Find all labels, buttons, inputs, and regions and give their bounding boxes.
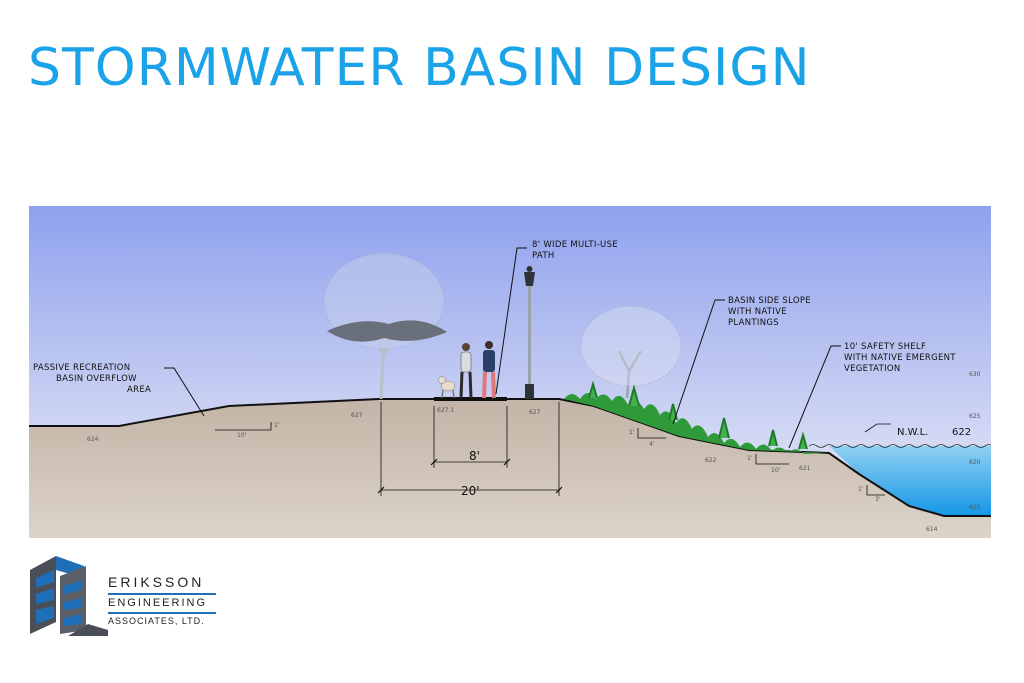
page-title: STORMWATER BASIN DESIGN: [28, 38, 811, 98]
logo-line1: ERIKSSON: [108, 574, 205, 590]
callout-shelf-line3: VEGETATION: [844, 364, 901, 374]
slope2-rise: 1': [629, 429, 635, 436]
pedestrians-icon: [459, 341, 496, 399]
slope4-rise: 1': [858, 486, 864, 493]
dimension-8ft: [430, 406, 511, 468]
callout-leader-slope: [672, 299, 725, 425]
elev-scale-630: 630: [969, 371, 981, 378]
spot-elev-627-left: 627: [351, 412, 363, 419]
callout-shelf-line1: 10' SAFETY SHELF: [844, 342, 926, 352]
slope3-rise: 1': [747, 455, 753, 462]
slope-marker-4: [866, 485, 885, 496]
dim-20ft-label: 20': [461, 484, 480, 498]
spot-elev-621: 621: [799, 465, 811, 472]
callout-slope-line3: PLANTINGS: [728, 318, 779, 328]
dimension-20ft: [377, 402, 563, 496]
company-logo: ERIKSSON ENGINEERING ASSOCIATES, LTD.: [28, 552, 218, 636]
nwl-value: 622: [952, 427, 971, 438]
logo-line2: ENGINEERING: [108, 597, 208, 609]
water-surface-line: [808, 444, 991, 448]
logo-rule-2: [108, 612, 216, 614]
elev-scale-625: 625: [969, 413, 981, 420]
slope2-run: 4': [649, 441, 655, 448]
slope1-rise: 1': [274, 422, 280, 429]
ground: [29, 399, 991, 538]
callout-path-line1: 8' WIDE MULTI-USE: [532, 240, 618, 250]
slope-marker-3: [755, 454, 789, 465]
tree-right: [580, 305, 682, 399]
basin-water: [829, 446, 991, 516]
dim-8ft-label: 8': [469, 449, 480, 463]
native-plantings: [564, 380, 829, 454]
dog-icon: [438, 376, 456, 399]
logo-mark-icon: [30, 556, 108, 636]
slope1-run: 10': [237, 432, 247, 439]
callout-path-line2: PATH: [532, 251, 555, 261]
logo-rule-1: [108, 593, 216, 595]
callout-leader-shelf: [788, 345, 841, 449]
slope-marker-1: [215, 422, 272, 431]
callout-slope-line2: WITH NATIVE: [728, 307, 787, 317]
callout-rec-line2: BASIN OVERFLOW: [56, 374, 137, 384]
spot-elev-624: 624: [87, 436, 99, 443]
slope4-run: 3': [875, 496, 881, 503]
callout-rec-line3: AREA: [127, 385, 151, 395]
basin-cross-section: 8' 20' 8' WIDE MULTI-USE PATH BASIN SIDE…: [29, 206, 991, 538]
callout-leader-path: [495, 247, 527, 395]
lamp-post-icon: [524, 266, 535, 399]
nwl-label: N.W.L.: [897, 427, 928, 438]
spot-elev-614: 614: [926, 526, 938, 533]
callout-shelf-line2: WITH NATIVE EMERGENT: [844, 353, 956, 363]
spot-elev-627-1: 627.1: [437, 407, 454, 414]
tree-left: [323, 252, 447, 400]
slope-marker-2: [637, 428, 666, 439]
elev-scale-620: 620: [969, 459, 981, 466]
nwl-leader: [864, 423, 891, 433]
callout-leader-recreation: [164, 367, 205, 417]
cross-section-drawing: 8' 20' 8' WIDE MULTI-USE PATH BASIN SIDE…: [29, 206, 991, 538]
slope3-run: 10': [771, 467, 781, 474]
logo-line3: ASSOCIATES, LTD.: [108, 616, 205, 626]
callout-slope-line1: BASIN SIDE SLOPE: [728, 296, 811, 306]
spot-elev-627-right: 627: [529, 409, 541, 416]
callout-rec-line1: PASSIVE RECREATION: [33, 363, 130, 373]
spot-elev-622: 622: [705, 457, 717, 464]
elev-scale-615: 615: [969, 504, 981, 511]
